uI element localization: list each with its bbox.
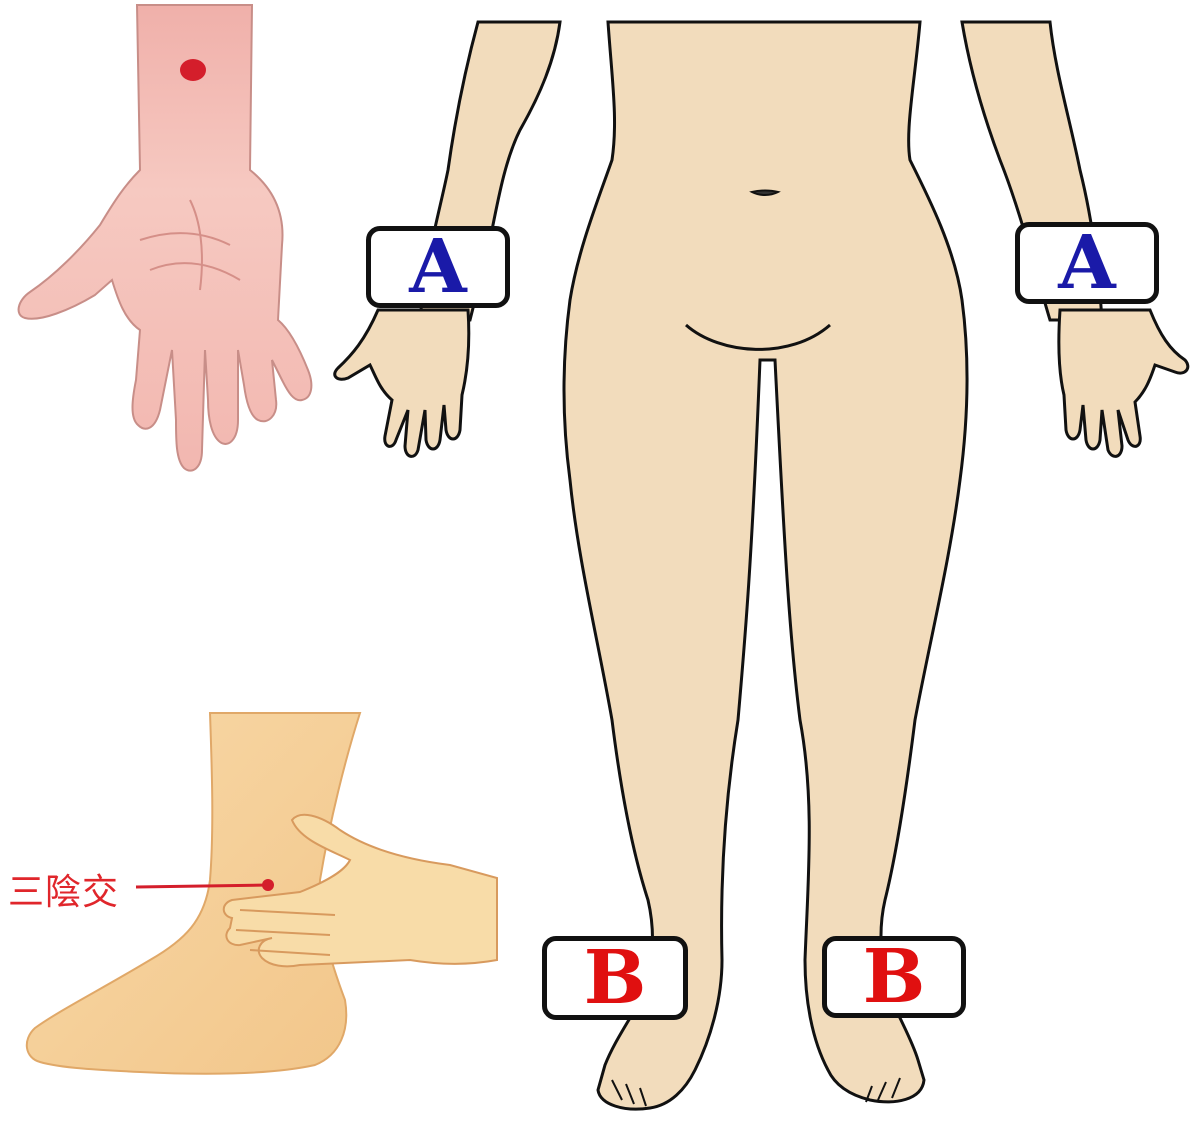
left-hand [335,310,469,456]
wrist-palm-shape [19,5,312,471]
hand-illustration [19,5,312,471]
ankle-label-right: B [822,936,966,1018]
callout-leader-line [136,885,268,887]
ankle-acupoint-marker [262,879,274,891]
wrist-label-right: A [1015,222,1159,304]
wrist-acupoint-marker [180,59,206,81]
navel [752,191,778,196]
wrist-label-left: A [366,226,510,308]
ankle-label-left: B [542,936,688,1020]
right-hand [1059,310,1188,456]
sanyinjiao-callout-label: 三陰交 [8,863,119,915]
